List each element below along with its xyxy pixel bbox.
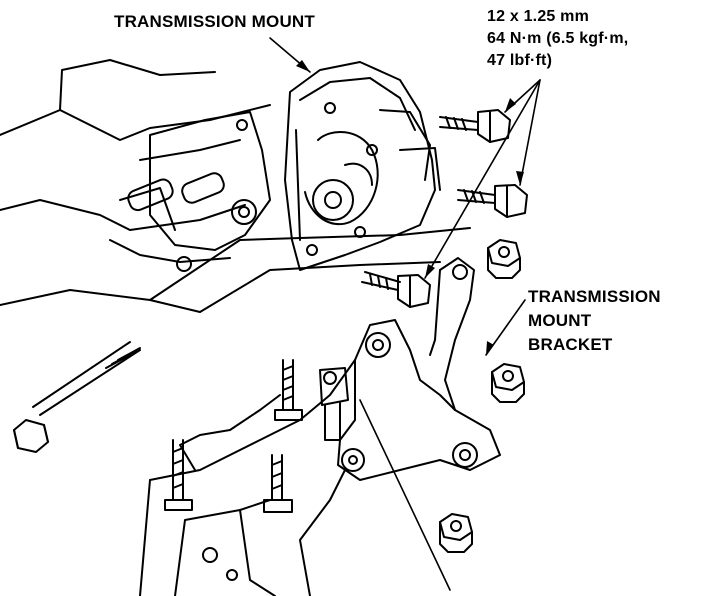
mount-bolt-lower xyxy=(361,271,431,308)
leader-arrowheads xyxy=(296,60,524,355)
nut-upper xyxy=(487,239,521,279)
transmission-housing xyxy=(139,359,356,596)
torque-imperial-text: 47 lbf·ft) xyxy=(487,52,553,69)
bracket-label-line2: MOUNT xyxy=(528,311,592,330)
torque-metric-text: 64 N·m (6.5 kgf·m, xyxy=(487,30,629,47)
transmission-mount-label: TRANSMISSION MOUNT xyxy=(114,12,315,31)
bolt-torque-spec: 12 x 1.25 mm 64 N·m (6.5 kgf·m, 47 lbf·f… xyxy=(487,6,628,72)
long-through-bolt xyxy=(13,341,141,453)
leader-lines xyxy=(269,37,541,591)
bracket-label-line1: TRANSMISSION xyxy=(528,287,661,306)
studs xyxy=(164,359,349,513)
nut-right xyxy=(491,363,525,403)
bracket-label-line3: BRACKET xyxy=(528,335,613,354)
mount-bolt-middle xyxy=(457,184,528,218)
nut-bottom xyxy=(439,513,473,553)
transmission-mount-bracket-label: TRANSMISSION MOUNT BRACKET xyxy=(528,285,661,357)
transmission-mount-body xyxy=(284,61,441,271)
engine-side-bracket xyxy=(119,111,271,272)
bolt-size-text: 12 x 1.25 mm xyxy=(487,8,590,25)
mount-bolt-upper xyxy=(439,109,511,143)
mount-bracket xyxy=(337,257,501,481)
